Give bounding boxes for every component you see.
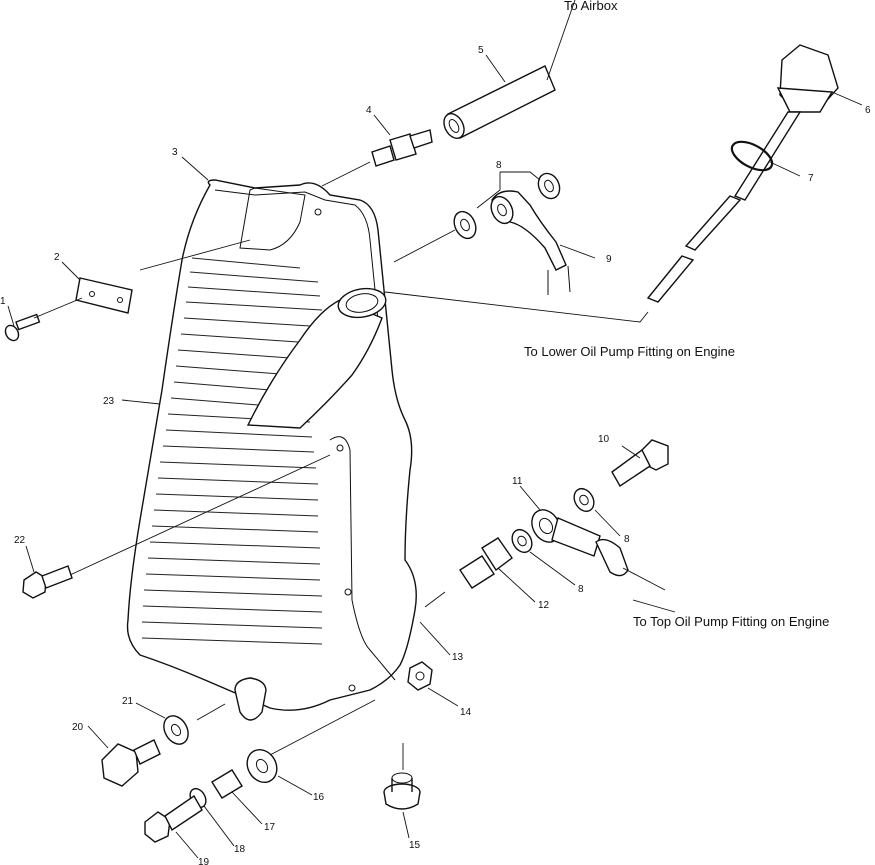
callout-8-mid: 8 xyxy=(578,584,584,595)
callout-4: 4 xyxy=(366,105,372,116)
callout-9: 9 xyxy=(606,254,612,265)
callout-21: 21 xyxy=(122,696,134,707)
washer-8-top-b[interactable] xyxy=(534,170,563,202)
callout-1: 1 xyxy=(0,296,6,307)
grommet-16[interactable] xyxy=(241,744,282,787)
callout-7: 7 xyxy=(808,173,814,184)
vent-hose-5[interactable] xyxy=(440,65,556,142)
dipstick-cap-6[interactable] xyxy=(733,44,839,201)
routing-notes: To Airbox To Lower Oil Pump Fitting on E… xyxy=(524,0,829,629)
callout-16: 16 xyxy=(313,792,325,803)
banjo-union-11[interactable] xyxy=(526,505,629,577)
screw-1[interactable] xyxy=(3,313,41,342)
filler-neck[interactable] xyxy=(246,285,388,429)
callout-19: 19 xyxy=(198,857,210,865)
washer-8-mid-b[interactable] xyxy=(508,526,536,556)
callout-15: 15 xyxy=(409,840,421,851)
callout-22: 22 xyxy=(14,535,26,546)
callout-11: 11 xyxy=(512,476,523,487)
banjo-bolt-10[interactable] xyxy=(611,439,669,487)
grommet-15[interactable] xyxy=(383,772,421,810)
oil-tank[interactable] xyxy=(126,179,417,721)
callout-12: 12 xyxy=(538,600,550,611)
washer-21[interactable] xyxy=(159,712,193,749)
callout-8-right: 8 xyxy=(624,534,630,545)
callout-2: 2 xyxy=(54,252,60,263)
callout-14: 14 xyxy=(460,707,472,718)
callout-8-top: 8 xyxy=(496,160,502,171)
callout-18: 18 xyxy=(234,844,246,855)
note-to-airbox: To Airbox xyxy=(564,0,618,13)
callout-17: 17 xyxy=(264,822,276,833)
callout-13: 13 xyxy=(452,652,464,663)
dipstick-rod xyxy=(646,195,742,303)
callout-10: 10 xyxy=(598,434,610,445)
washer-8-top-a[interactable] xyxy=(450,208,480,242)
callout-6: 6 xyxy=(865,105,871,116)
bracket-2[interactable] xyxy=(75,277,133,314)
washer-8-mid-a[interactable] xyxy=(570,485,598,515)
callout-23: 23 xyxy=(103,396,115,407)
bolt-19[interactable] xyxy=(144,794,203,843)
tank-ribs xyxy=(141,257,323,645)
outlet-fitting-12[interactable] xyxy=(459,537,513,589)
callout-5: 5 xyxy=(478,45,484,56)
drain-bolt-20[interactable] xyxy=(101,739,161,787)
o-ring-7[interactable] xyxy=(727,136,776,176)
spacer-17[interactable] xyxy=(211,769,243,799)
nut-14[interactable] xyxy=(407,661,433,691)
assembly-lines xyxy=(7,0,863,859)
callout-3: 3 xyxy=(172,147,178,158)
vent-fitting-4[interactable] xyxy=(371,129,433,167)
callout-20: 20 xyxy=(72,722,84,733)
banjo-fitting-9[interactable] xyxy=(487,190,571,295)
note-top-oil-pump: To Top Oil Pump Fitting on Engine xyxy=(633,614,829,629)
note-lower-oil-pump: To Lower Oil Pump Fitting on Engine xyxy=(524,344,735,359)
screw-22[interactable] xyxy=(22,565,73,599)
callout-labels: 1 2 3 4 5 6 7 8 9 10 11 8 8 12 13 14 15 … xyxy=(0,45,871,865)
